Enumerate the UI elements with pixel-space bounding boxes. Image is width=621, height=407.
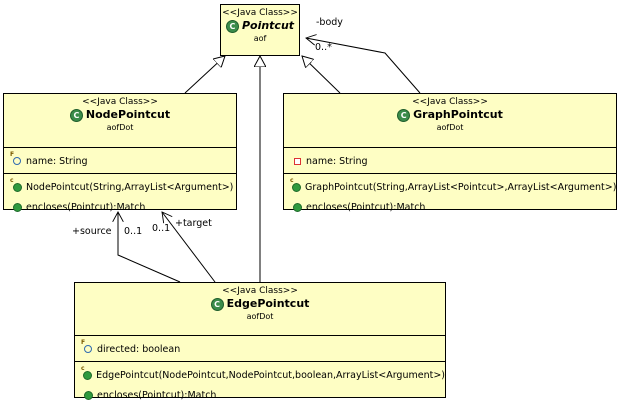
constructor-icon: c bbox=[290, 178, 301, 192]
methods-section: c EdgePointcut(NodePointcut,NodePointcut… bbox=[75, 362, 445, 407]
class-icon: C bbox=[397, 108, 411, 122]
class-name-row: C EdgePointcut bbox=[75, 297, 445, 311]
class-header: <<Java Class>> C Pointcut aof bbox=[221, 5, 299, 44]
method-text: encloses(Pointcut):Match bbox=[97, 389, 217, 401]
final-field-icon: F bbox=[81, 340, 93, 354]
final-field-icon: F bbox=[10, 152, 22, 166]
generalization-node-to-pointcut bbox=[184, 56, 225, 94]
method-row: encloses(Pointcut):Match bbox=[4, 197, 236, 217]
fields-section: name: String bbox=[284, 148, 616, 174]
fields-section: F directed: boolean bbox=[75, 336, 445, 362]
field-text: directed: boolean bbox=[97, 343, 181, 355]
field-row: F directed: boolean bbox=[75, 339, 445, 359]
method-row: encloses(Pointcut):Match bbox=[75, 385, 445, 405]
field-text: name: String bbox=[306, 155, 368, 167]
target-role-label: +target bbox=[175, 218, 212, 229]
constructor-icon: c bbox=[10, 178, 22, 192]
field-row: F name: String bbox=[4, 151, 236, 171]
class-name: NodePointcut bbox=[85, 108, 171, 121]
public-method-icon bbox=[12, 202, 22, 212]
class-edge-pointcut[interactable]: <<Java Class>> C EdgePointcut aofDot F d… bbox=[74, 282, 446, 401]
field-text: name: String bbox=[26, 155, 88, 167]
package-name: aofDot bbox=[436, 123, 464, 132]
methods-section: c NodePointcut(String,ArrayList<Argument… bbox=[4, 174, 236, 219]
body-role-label: -body bbox=[316, 17, 343, 28]
constructor-icon: c bbox=[81, 366, 93, 380]
association-target bbox=[162, 212, 216, 283]
source-multiplicity-label: 0..1 bbox=[124, 226, 143, 237]
class-name: GraphPointcut bbox=[413, 108, 503, 121]
public-method-icon bbox=[292, 202, 302, 212]
method-text: encloses(Pointcut):Match bbox=[26, 201, 146, 213]
class-name-row: C GraphPointcut bbox=[284, 108, 616, 122]
class-icon: C bbox=[69, 108, 83, 122]
fields-section: F name: String bbox=[4, 148, 236, 174]
private-field-icon bbox=[292, 156, 302, 166]
stereotype: <<Java Class>> bbox=[222, 8, 298, 18]
method-row: c NodePointcut(String,ArrayList<Argument… bbox=[4, 177, 236, 197]
source-role-label: +source bbox=[72, 226, 112, 237]
stereotype: <<Java Class>> bbox=[412, 97, 488, 107]
body-multiplicity-label: 0..* bbox=[315, 42, 332, 53]
association-body bbox=[306, 38, 421, 94]
package-name: aof bbox=[253, 34, 267, 43]
association-source bbox=[118, 212, 181, 283]
class-pointcut[interactable]: <<Java Class>> C Pointcut aof bbox=[220, 4, 300, 56]
target-multiplicity-label: 0..1 bbox=[152, 223, 171, 234]
class-node-pointcut[interactable]: <<Java Class>> C NodePointcut aofDot F n… bbox=[3, 93, 237, 213]
class-name: EdgePointcut bbox=[226, 297, 310, 310]
class-graph-pointcut[interactable]: <<Java Class>> C GraphPointcut aofDot na… bbox=[283, 93, 617, 213]
class-header: <<Java Class>> C EdgePointcut aofDot bbox=[75, 283, 445, 336]
stereotype: <<Java Class>> bbox=[82, 97, 158, 107]
class-name-row: C Pointcut bbox=[221, 19, 299, 33]
abstract-class-icon: C bbox=[225, 19, 239, 33]
method-text: NodePointcut(String,ArrayList<Argument>) bbox=[26, 181, 234, 193]
package-name: aofDot bbox=[106, 123, 134, 132]
method-row: encloses(Pointcut):Match bbox=[284, 197, 616, 217]
methods-section: c GraphPointcut(String,ArrayList<Pointcu… bbox=[284, 174, 616, 219]
field-row: name: String bbox=[284, 151, 616, 171]
method-text: encloses(Pointcut):Match bbox=[306, 201, 426, 213]
class-name: Pointcut bbox=[241, 19, 295, 32]
method-row: c EdgePointcut(NodePointcut,NodePointcut… bbox=[75, 365, 445, 385]
class-name-row: C NodePointcut bbox=[4, 108, 236, 122]
public-method-icon bbox=[83, 390, 93, 400]
method-row: c GraphPointcut(String,ArrayList<Pointcu… bbox=[284, 177, 616, 197]
method-text: EdgePointcut(NodePointcut,NodePointcut,b… bbox=[96, 369, 445, 381]
stereotype: <<Java Class>> bbox=[222, 286, 298, 296]
class-icon: C bbox=[210, 297, 224, 311]
class-header: <<Java Class>> C NodePointcut aofDot bbox=[4, 94, 236, 148]
class-header: <<Java Class>> C GraphPointcut aofDot bbox=[284, 94, 616, 148]
generalization-graph-to-pointcut bbox=[302, 56, 341, 94]
package-name: aofDot bbox=[246, 312, 274, 321]
method-text: GraphPointcut(String,ArrayList<Pointcut>… bbox=[305, 181, 617, 193]
